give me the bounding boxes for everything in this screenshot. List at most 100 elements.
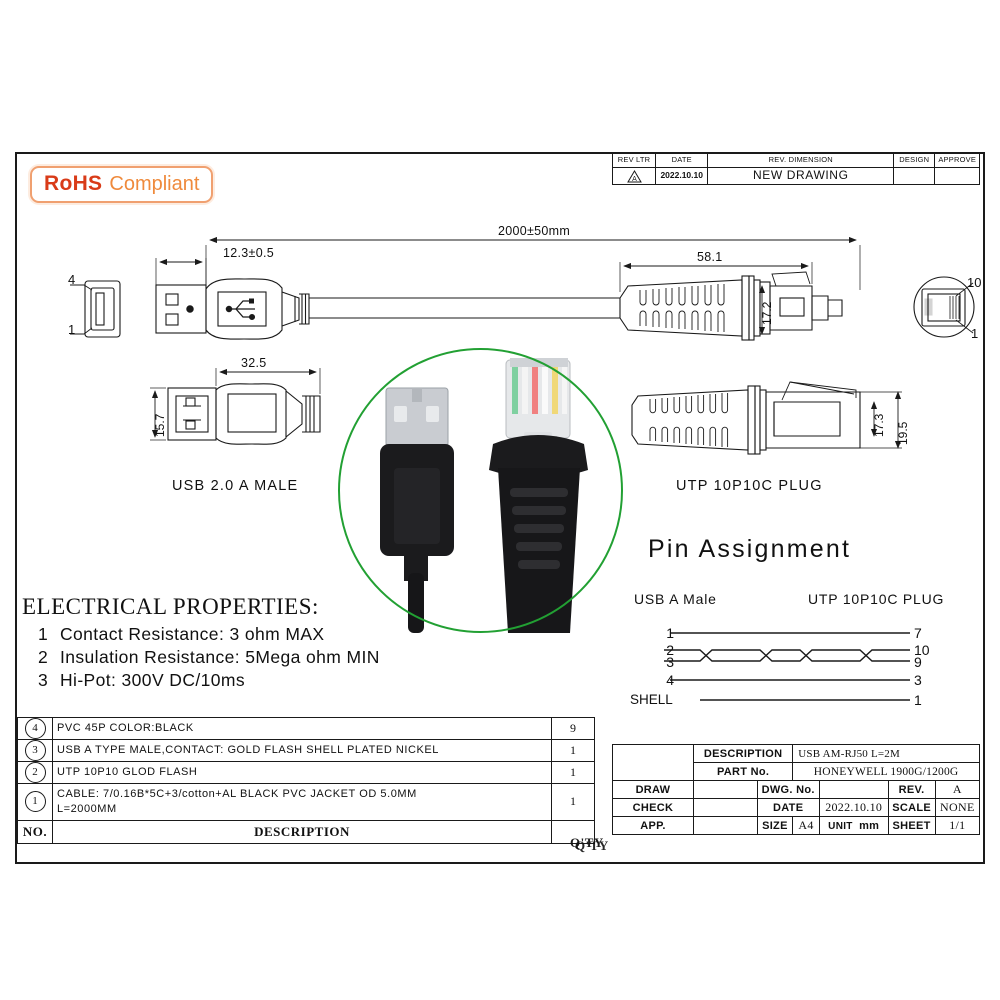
circled-number: 2	[24, 762, 46, 783]
circled-number: 1	[24, 791, 46, 813]
rev-design-header: DESIGN	[893, 153, 936, 168]
bom-qty-header-layer-a: Q'TY	[570, 834, 604, 850]
pin-right-4: 3	[914, 672, 922, 688]
title-block-part-row: PART No. HONEYWELL 1900G/1200G	[613, 762, 980, 781]
dim-rj50-boot-height: 17.2	[760, 301, 774, 325]
description-value: USB AM-RJ50 L=2M	[792, 744, 980, 763]
pin-assignment-right-header: UTP 10P10C PLUG	[808, 591, 945, 607]
rev-dimension-header: REV. DIMENSION	[707, 153, 895, 168]
revision-table-row: A 2022.10.10 NEW DRAWING	[611, 167, 980, 185]
circled-number: 4	[24, 718, 46, 739]
electrical-item-text: Hi-Pot: 300V DC/10ms	[60, 670, 246, 691]
size-value: A4	[792, 816, 820, 835]
unit-value: mm	[859, 819, 880, 832]
product-photo-inset	[338, 348, 623, 633]
rev-ltr-value: A	[611, 167, 657, 185]
dim-usb-total-length: 32.5	[241, 356, 267, 370]
bom-description-header: DESCRIPTION	[52, 819, 552, 844]
bom-no-header: NO.	[17, 819, 53, 844]
bom-item-qty: 1	[551, 783, 595, 821]
pin-left-1: 1	[666, 625, 674, 641]
bill-of-materials-table: 4 PVC 45P COLOR:BLACK 9 3 USB A TYPE MAL…	[17, 717, 608, 853]
dim-rj50-length: 58.1	[697, 250, 723, 264]
title-block-logo-cell	[612, 744, 694, 781]
dwg-no-label: DWG. No.	[756, 780, 820, 799]
bom-item-number: 4	[17, 717, 53, 740]
title-block-check-row: CHECK DATE 2022.10.10 SCALE NONE	[612, 798, 981, 817]
usb-endview-pin-4: 4	[68, 272, 76, 287]
electrical-properties-list: 1 Contact Resistance: 3 ohm MAX 2 Insulati…	[22, 623, 380, 692]
electrical-item: 2 Insulation Resistance: 5Mega ohm MIN	[38, 646, 380, 669]
dim-rj50-overall-height: 19.5	[896, 421, 910, 445]
sheet-label: SHEET	[887, 816, 936, 835]
pin-left-4: 4	[666, 672, 674, 688]
electrical-item-number: 3	[38, 670, 49, 691]
bom-item-qty: 9	[551, 717, 595, 740]
rev-design-value	[893, 167, 936, 185]
pin-right-2: 10	[914, 642, 930, 658]
part-no-label: PART No.	[692, 762, 794, 781]
unit-label: UNIT	[828, 820, 853, 832]
pin-right-shell: 1	[914, 692, 922, 708]
electrical-item-number: 1	[38, 624, 49, 644]
electrical-item-number: 2	[38, 647, 49, 668]
title-block-app-row: APP. SIZE A4 UNIT mm SHEET 1/1	[612, 816, 981, 835]
svg-text:A: A	[632, 176, 637, 183]
unit-cell: UNIT mm	[818, 816, 889, 835]
usb-endview-pin-1: 1	[68, 322, 76, 337]
bom-item-description: UTP 10P10 GLOD FLASH	[52, 761, 552, 784]
part-no-value: HONEYWELL 1900G/1200G	[792, 762, 980, 781]
revision-triangle-icon: A	[626, 169, 642, 183]
electrical-item-text: Contact Resistance: 3 ohm MAX	[60, 624, 325, 644]
pin-left-2: 2	[666, 642, 674, 658]
bom-item-number: 3	[17, 739, 53, 762]
table-row: 1 CABLE: 7/0.16B*5C+3/cotton+AL BLACK PV…	[17, 783, 595, 821]
scale-value: NONE	[934, 798, 981, 817]
dim-usb-overmold: 12.3±0.5	[223, 246, 274, 260]
bom-qty-header: Q'TY Q'TY	[551, 819, 608, 853]
date-value: 2022.10.10	[818, 798, 889, 817]
sheet-value: 1/1	[934, 816, 981, 835]
bom-item-description: USB A TYPE MALE,CONTACT: GOLD FLASH SHEL…	[52, 739, 552, 762]
check-label: CHECK	[612, 798, 694, 817]
rev-label: REV.	[887, 780, 936, 799]
rev-date-value: 2022.10.10	[655, 167, 709, 185]
rev-approve-value	[934, 167, 980, 185]
pin-right-1: 7	[914, 625, 922, 641]
rj50-endview-pin-1: 1	[971, 326, 979, 341]
draw-label: DRAW	[612, 780, 694, 799]
label-usb-connector: USB 2.0 A MALE	[172, 478, 299, 494]
description-label: DESCRIPTION	[692, 744, 794, 763]
rj50-endview-pin-10: 10	[967, 275, 982, 290]
revision-table-header-row: REV LTR DATE REV. DIMENSION DESIGN APPRO…	[611, 153, 980, 168]
bom-item-number: 1	[17, 783, 53, 821]
rohs-compliant-text: Compliant	[109, 173, 200, 195]
title-block-description-row: DESCRIPTION USB AM-RJ50 L=2M	[612, 744, 980, 781]
revision-table: REV LTR DATE REV. DIMENSION DESIGN APPRO…	[611, 153, 980, 185]
pin-assignment-title: Pin Assignment	[648, 535, 852, 563]
bom-item-number: 2	[17, 761, 53, 784]
table-row: 3 USB A TYPE MALE,CONTACT: GOLD FLASH SH…	[17, 739, 595, 762]
rev-date-header: DATE	[655, 153, 709, 168]
date-label: DATE	[756, 798, 820, 817]
app-label: APP.	[612, 816, 694, 835]
electrical-item: 3 Hi-Pot: 300V DC/10ms	[38, 669, 380, 692]
rev-value: A	[934, 780, 981, 799]
dim-rj50-body-height: 17.3	[872, 413, 886, 437]
bom-item-description: PVC 45P COLOR:BLACK	[52, 717, 552, 740]
electrical-item: 1 Contact Resistance: 3 ohm MAX	[38, 623, 380, 646]
label-rj50-connector: UTP 10P10C PLUG	[676, 478, 823, 494]
electrical-properties-title: ELECTRICAL PROPERTIES:	[22, 594, 319, 619]
table-row: 2 UTP 10P10 GLOD FLASH 1	[17, 761, 595, 784]
pin-assignment-left-header: USB A Male	[634, 591, 717, 607]
bom-item-description: CABLE: 7/0.16B*5C+3/cotton+AL BLACK PVC …	[52, 783, 552, 821]
bom-qty-header-layer-b: Q'TY	[575, 837, 609, 853]
rev-ltr-header: REV LTR	[611, 153, 657, 168]
photo-highlight-circle	[338, 348, 623, 633]
check-value	[692, 798, 758, 817]
electrical-item-text: Insulation Resistance: 5Mega ohm MIN	[60, 647, 380, 668]
circled-number: 3	[24, 740, 46, 761]
pin-assignment-block: Pin Assignment USB A Male UTP 10P10C PLU…	[630, 535, 985, 725]
dim-usb-height: 15.7	[153, 413, 167, 437]
